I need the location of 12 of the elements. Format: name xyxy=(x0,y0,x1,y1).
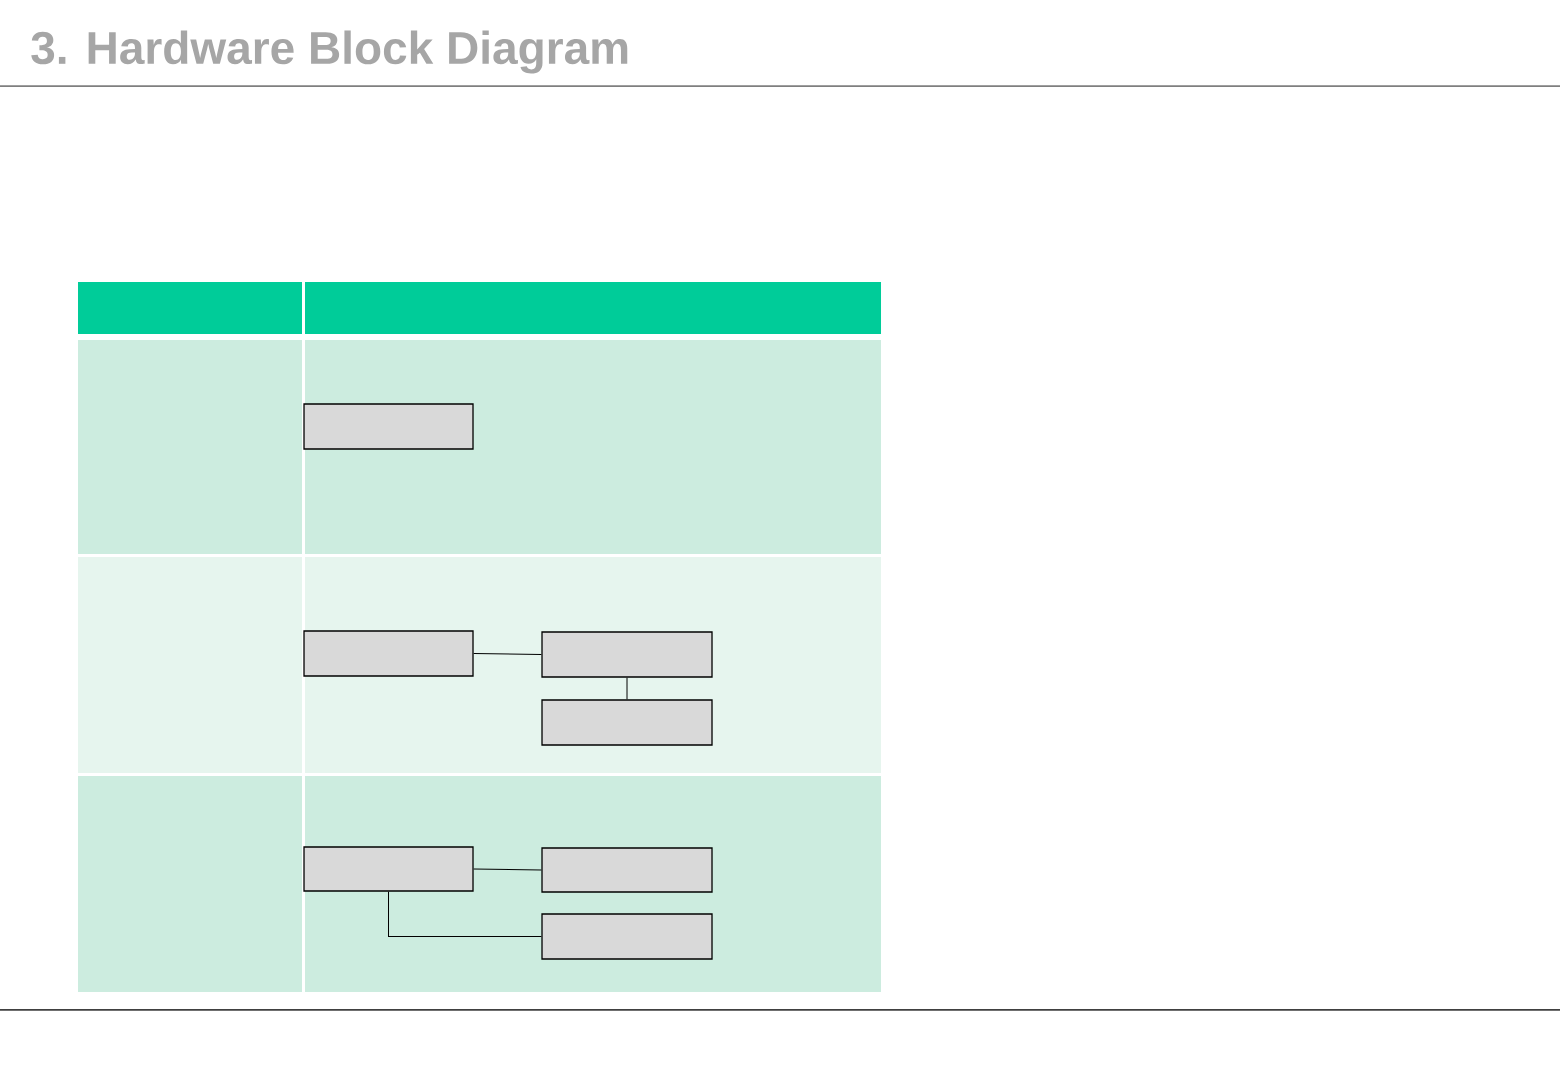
block-box xyxy=(541,631,713,678)
block-box xyxy=(303,846,474,892)
connector-line xyxy=(388,891,542,937)
block-box xyxy=(303,630,474,677)
block-box xyxy=(541,913,713,960)
connector-line xyxy=(626,677,628,700)
connector-line xyxy=(473,868,542,871)
connector-line xyxy=(473,653,542,655)
block-box xyxy=(303,403,474,450)
block-box xyxy=(541,699,713,746)
block-box xyxy=(541,847,713,893)
slide-title: 3. Hardware Block Diagram xyxy=(31,30,628,74)
